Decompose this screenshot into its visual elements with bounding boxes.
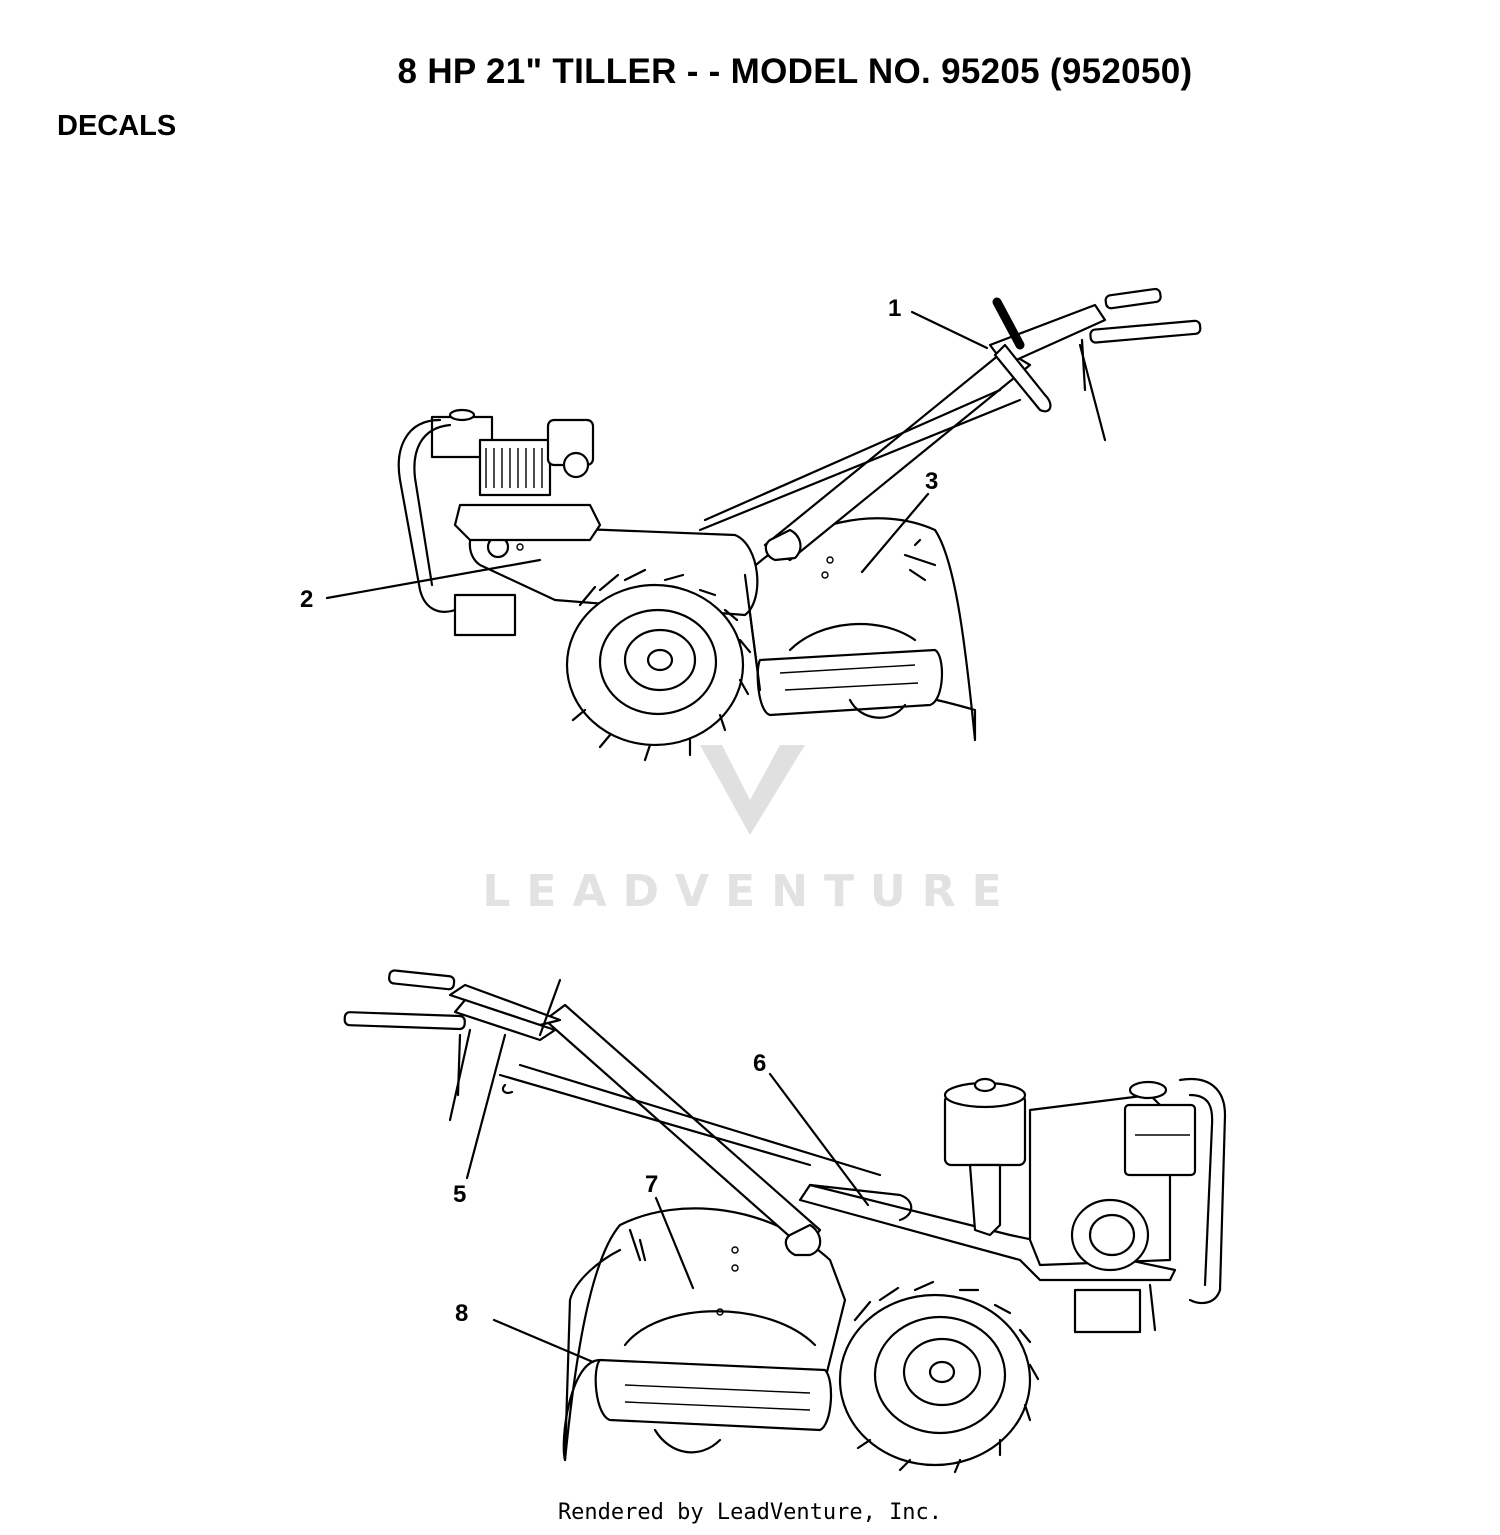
callout-5: 5	[453, 1181, 466, 1208]
engine-bottom	[943, 1077, 1227, 1334]
engine-top	[453, 503, 602, 542]
tine-hood-bottom	[562, 1207, 847, 1462]
footer-credit: Rendered by LeadVenture, Inc.	[557, 1500, 943, 1525]
watermark-logo	[700, 745, 805, 835]
page-title: 8 HP 21" TILLER - - MODEL NO. 95205 (952…	[397, 52, 1193, 91]
section-heading: DECALS	[57, 110, 177, 142]
watermark-text: LEADVENTURE	[482, 866, 1018, 917]
callout-1: 1	[888, 295, 901, 322]
handlebar-bottom	[343, 969, 882, 1257]
callout-6: 6	[753, 1050, 766, 1077]
callout-3: 3	[925, 468, 938, 495]
callout-2: 2	[300, 586, 313, 613]
callout-7: 7	[645, 1171, 658, 1198]
drive-wheel-bottom	[838, 1280, 1040, 1474]
drive-wheel-top	[565, 568, 752, 762]
tiller-left-view	[397, 287, 1202, 762]
callout-8: 8	[455, 1300, 468, 1327]
handlebar-top	[698, 287, 1202, 562]
front-bumper-top	[397, 418, 457, 613]
callout-leaders	[325, 310, 989, 1364]
cooling-fins-top	[485, 448, 543, 488]
tiller-right-view	[343, 969, 1227, 1474]
tine-deflector-bottom	[594, 1358, 833, 1432]
